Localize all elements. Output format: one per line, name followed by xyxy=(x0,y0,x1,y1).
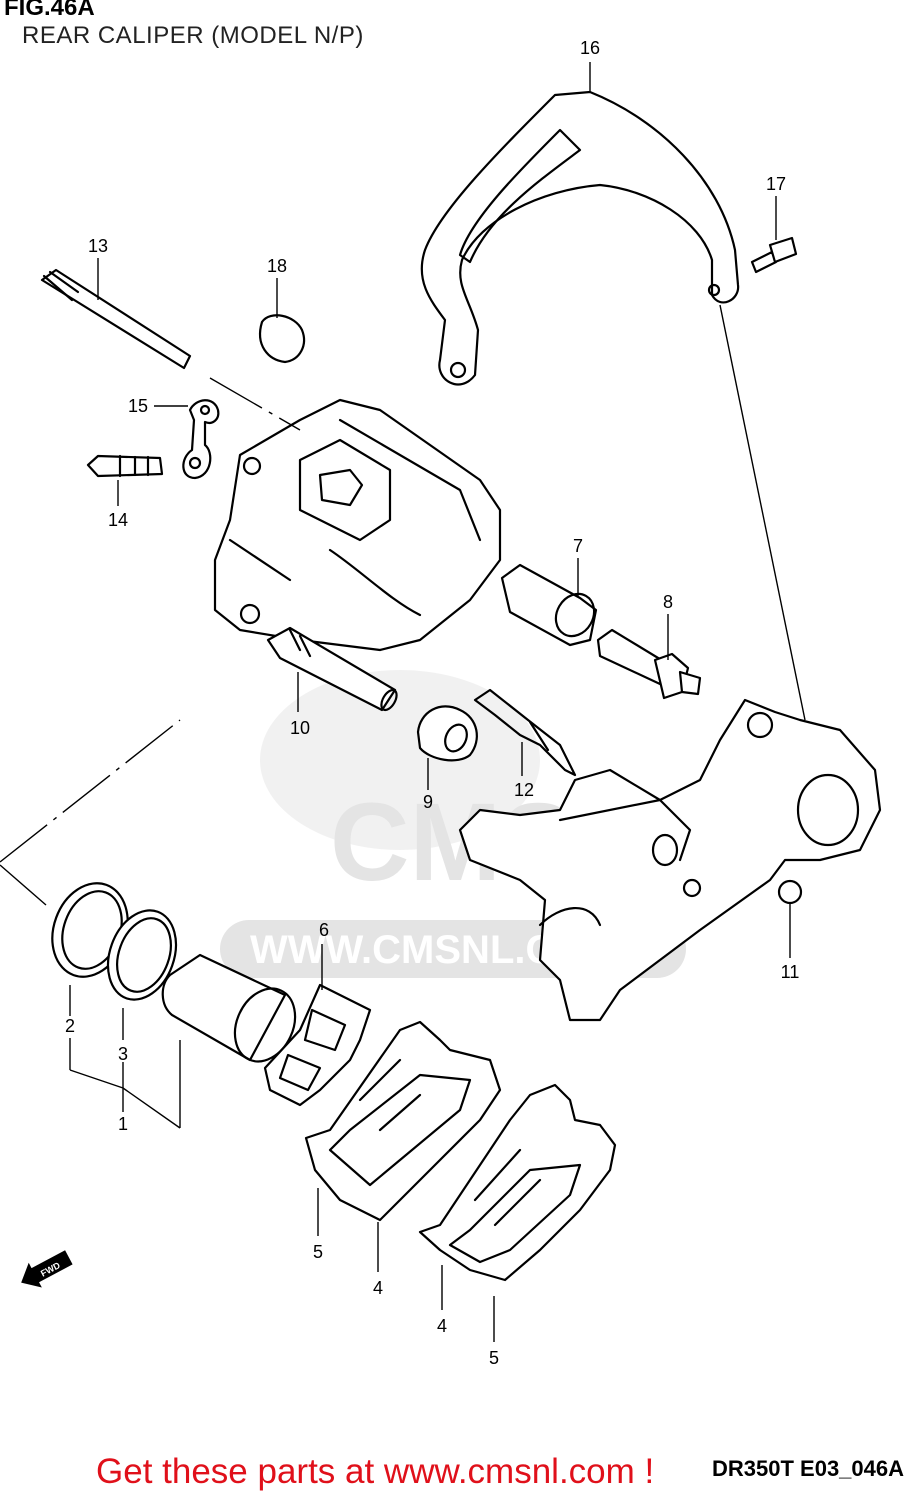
part-3-dust-seal xyxy=(106,909,178,1001)
callout-13: 13 xyxy=(88,236,108,256)
callout-9: 9 xyxy=(423,792,433,812)
callout-15: 15 xyxy=(128,396,148,416)
part-10-guide-pin xyxy=(266,626,398,712)
fwd-arrow-icon: FWD xyxy=(21,1250,73,1288)
part-11-holder xyxy=(458,698,882,1022)
part-15-clip xyxy=(182,399,220,480)
callout-3: 3 xyxy=(118,1044,128,1064)
callout-12: 12 xyxy=(514,780,534,800)
promo-banner-link[interactable]: Get these parts at www.cmsnl.com ! xyxy=(96,1452,655,1491)
part-18-cap xyxy=(259,314,306,364)
callout-6: 6 xyxy=(319,920,329,940)
callout-17: 17 xyxy=(766,174,786,194)
callout-10: 10 xyxy=(290,718,310,738)
callout-2: 2 xyxy=(65,1016,75,1036)
callout-4a: 4 xyxy=(373,1278,383,1298)
part-8-bolt xyxy=(596,628,702,700)
callout-labels: 1 2 3 4 4 5 5 6 7 8 9 10 11 12 13 14 15 … xyxy=(65,38,799,1368)
callout-4b: 4 xyxy=(437,1316,447,1336)
figure-number: FIG.46A xyxy=(4,0,95,21)
callout-1: 1 xyxy=(118,1114,128,1134)
part-7-sleeve xyxy=(500,563,598,647)
part-14-bleeder xyxy=(86,454,164,478)
part-9-boot xyxy=(416,705,478,762)
callout-5a: 5 xyxy=(313,1242,323,1262)
callout-7: 7 xyxy=(573,536,583,556)
part-13-pin xyxy=(40,268,192,370)
piston xyxy=(161,953,297,1063)
callout-18: 18 xyxy=(267,256,287,276)
callout-8: 8 xyxy=(663,592,673,612)
part-17-bolt xyxy=(750,236,798,274)
leader-lines xyxy=(0,62,806,1342)
figure-subtitle: REAR CALIPER (MODEL N/P) xyxy=(22,22,364,49)
part-12-spring xyxy=(473,688,577,777)
diagram-code: DR350T E03_046A xyxy=(712,1456,905,1481)
callout-5b: 5 xyxy=(489,1348,499,1368)
pads-left xyxy=(304,1020,502,1222)
pads-right xyxy=(418,1083,617,1282)
callout-16: 16 xyxy=(580,38,600,58)
callout-14: 14 xyxy=(108,510,128,530)
part-16-bracket xyxy=(420,90,740,386)
callout-11: 11 xyxy=(781,962,800,982)
caliper-bracket xyxy=(213,398,502,652)
part-6-shim xyxy=(263,983,372,1107)
